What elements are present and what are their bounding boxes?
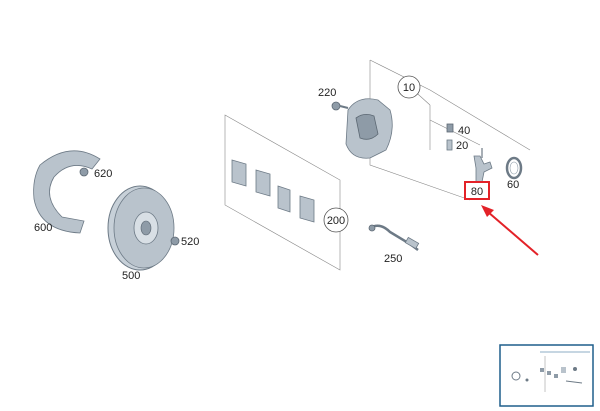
brake-pad-1 <box>231 159 247 187</box>
part-60-ring <box>505 156 523 180</box>
callout-220: 220 <box>318 87 336 99</box>
brake-pad-3 <box>277 185 291 213</box>
bolt-620 <box>79 167 89 177</box>
callout-520: 520 <box>181 236 199 248</box>
highlight-arrow <box>481 205 539 256</box>
caliper-group: 10 220 40 20 80 60 <box>318 59 531 201</box>
callout-10-circle <box>397 75 421 99</box>
callout-250: 250 <box>384 253 402 265</box>
callout-200-circle <box>323 207 349 233</box>
callout-600: 600 <box>34 222 52 234</box>
highlight-box-80 <box>464 181 490 200</box>
callout-60: 60 <box>507 179 519 191</box>
callout-500: 500 <box>122 270 140 282</box>
callout-10: 10 <box>403 82 415 94</box>
bolt-220 <box>331 101 349 111</box>
callout-620: 620 <box>94 168 112 180</box>
overview-thumbnail[interactable] <box>499 344 594 407</box>
brake-pad-4 <box>299 195 315 223</box>
part-20 <box>446 139 453 151</box>
brake-pad-2 <box>255 169 271 197</box>
callout-200: 200 <box>327 215 345 227</box>
wear-sensor-cable-250 <box>368 224 420 251</box>
callout-20: 20 <box>456 140 468 152</box>
brake-disc-500 <box>107 185 175 271</box>
part-80 <box>473 148 493 183</box>
bolt-520 <box>170 236 180 246</box>
callout-40: 40 <box>458 125 470 137</box>
dust-shield-600 <box>33 150 101 234</box>
brake-pad-group: 200 <box>224 114 349 271</box>
part-40 <box>446 123 454 133</box>
callout-80: 80 <box>471 186 483 198</box>
